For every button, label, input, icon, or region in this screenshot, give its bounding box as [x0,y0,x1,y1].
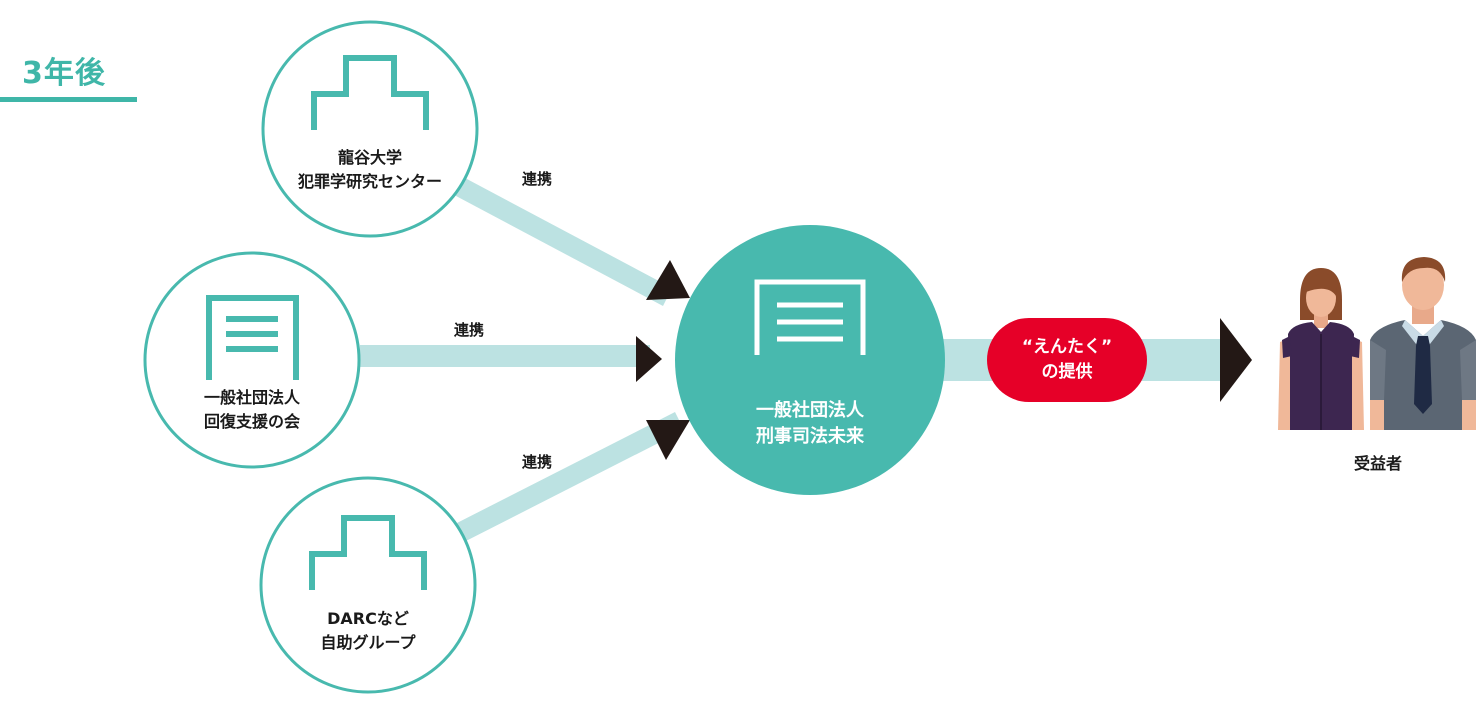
people-icon [1278,257,1476,430]
node-darc-line1: DARCなど [327,609,409,628]
node-center-label: 一般社団法人 刑事司法未来 [710,398,910,450]
organization-document-icon [754,279,866,355]
node-darc-circle [259,476,477,694]
woman-figure [1278,268,1364,430]
node-darc-label: DARCなど 自助グループ [268,607,468,655]
node-ryukoku-line1: 龍谷大学 [337,148,402,167]
arrow-head-top [646,260,690,300]
node-kaifuku-line2: 回復支援の会 [203,412,300,431]
node-ryukoku-circle [261,20,479,238]
link-band-bottom [453,412,684,543]
node-kaifuku-circle [143,251,361,469]
link-label-bottom: 連携 [521,453,552,471]
node-center-line2: 刑事司法未来 [756,426,864,447]
page-heading: 3年後 [22,56,106,91]
arrow-head-middle [636,336,662,382]
link-label-top: 連携 [521,170,552,188]
service-pill [987,318,1147,402]
node-kaifuku-line1: 一般社団法人 [203,388,300,407]
node-center-line1: 一般社団法人 [756,400,864,421]
university-building-icon [311,55,429,130]
link-band-middle [360,345,650,367]
man-figure [1370,257,1476,430]
organization-document-icon [206,295,299,380]
beneficiary-label: 受益者 [1353,454,1402,473]
node-ryukoku-label: 龍谷大学 犯罪学研究センター [270,146,470,194]
node-ryukoku-line2: 犯罪学研究センター [297,172,442,191]
heading-underline [0,97,137,102]
arrow-head-bottom [646,420,690,460]
link-label-middle: 連携 [453,321,484,339]
service-line1: “えんたく” [1021,337,1113,357]
node-center-circle [675,225,945,495]
service-pill-label: “えんたく” の提供 [987,335,1147,385]
node-darc-line2: 自助グループ [320,633,416,652]
link-band-top [441,170,672,306]
arrow-head-output [1220,318,1252,402]
university-building-icon [309,515,427,590]
service-line2: の提供 [1041,362,1093,382]
node-kaifuku-label: 一般社団法人 回復支援の会 [152,386,352,434]
